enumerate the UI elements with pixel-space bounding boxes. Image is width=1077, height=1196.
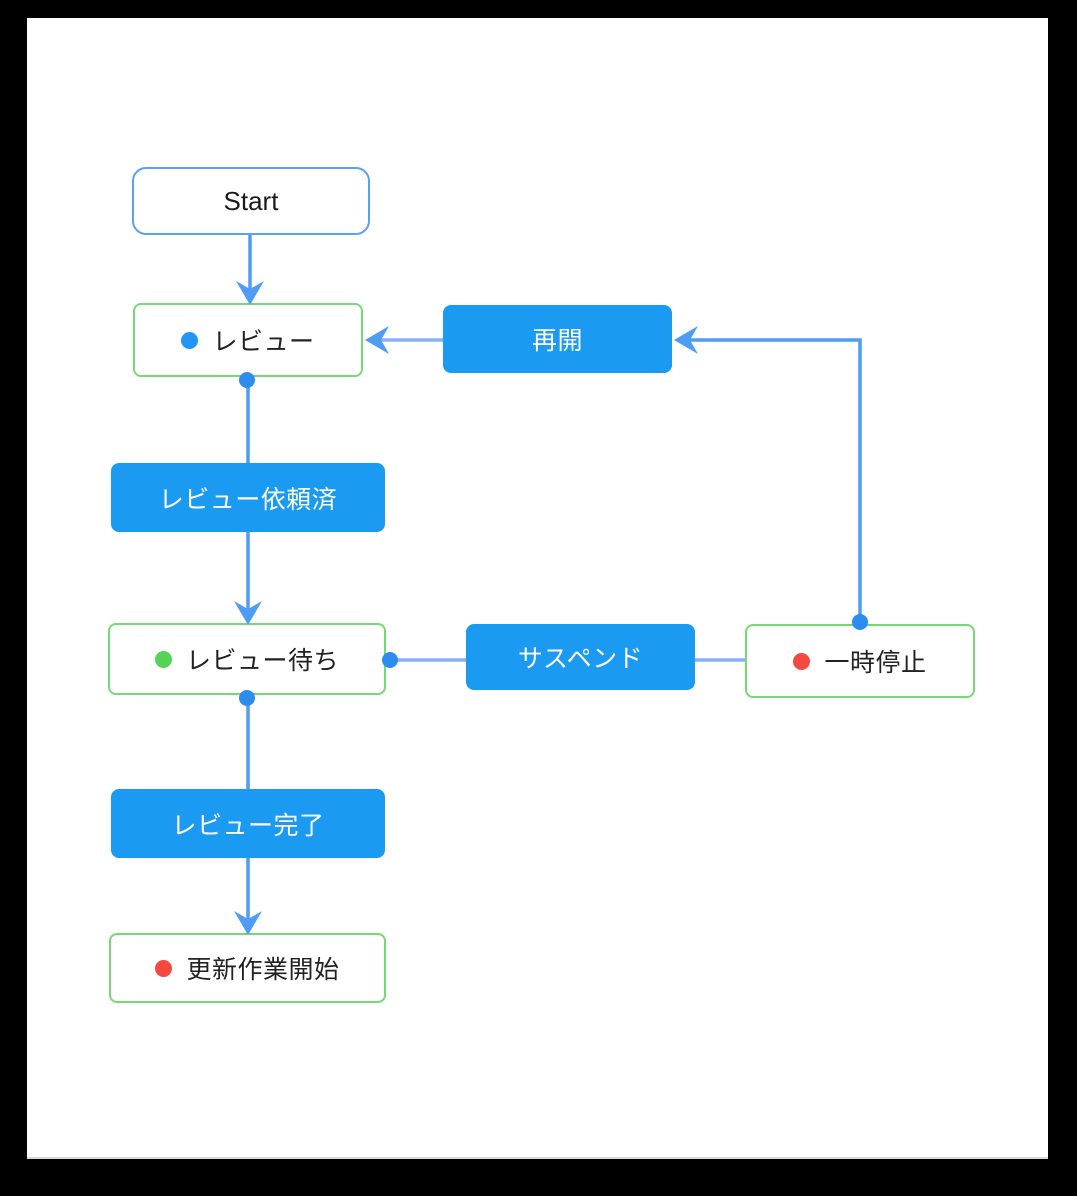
status-dot-red-icon <box>155 959 173 977</box>
state-node-pause-label: 一時停止 <box>824 649 927 677</box>
edge-pause-to-resume-to-review <box>369 338 862 621</box>
state-node-start-label: Start <box>223 185 279 216</box>
transition-review-requested-label: レビュー依頼済 <box>158 485 338 514</box>
status-dot-blue-icon <box>181 331 199 349</box>
transition-review-done-label: レビュー完了 <box>171 811 325 840</box>
transition-review-requested[interactable]: レビュー依頼済 <box>111 463 385 532</box>
status-dot-red-icon <box>793 652 811 670</box>
state-node-start[interactable]: Start <box>132 167 370 235</box>
state-node-review[interactable]: レビュー <box>133 303 363 377</box>
state-node-pause[interactable]: 一時停止 <box>745 624 975 698</box>
state-node-review-label: レビュー <box>212 328 315 356</box>
transition-suspend[interactable]: サスペンド <box>466 624 695 690</box>
status-dot-green-icon <box>154 650 172 668</box>
workflow-canvas: Start レビュー 再開 レビュー依頼済 レビュー待ち サスペンド 一時停止 … <box>27 18 1048 1159</box>
transition-review-done[interactable]: レビュー完了 <box>111 789 385 858</box>
state-node-update-start[interactable]: 更新作業開始 <box>109 933 386 1003</box>
transition-resume[interactable]: 再開 <box>443 305 672 373</box>
state-node-review-waiting[interactable]: レビュー待ち <box>108 623 386 695</box>
transition-resume-label: 再開 <box>531 327 583 355</box>
state-node-update-start-label: 更新作業開始 <box>186 956 340 984</box>
transition-suspend-label: サスペンド <box>517 645 644 673</box>
state-node-review-waiting-label: レビュー待ち <box>185 647 339 675</box>
